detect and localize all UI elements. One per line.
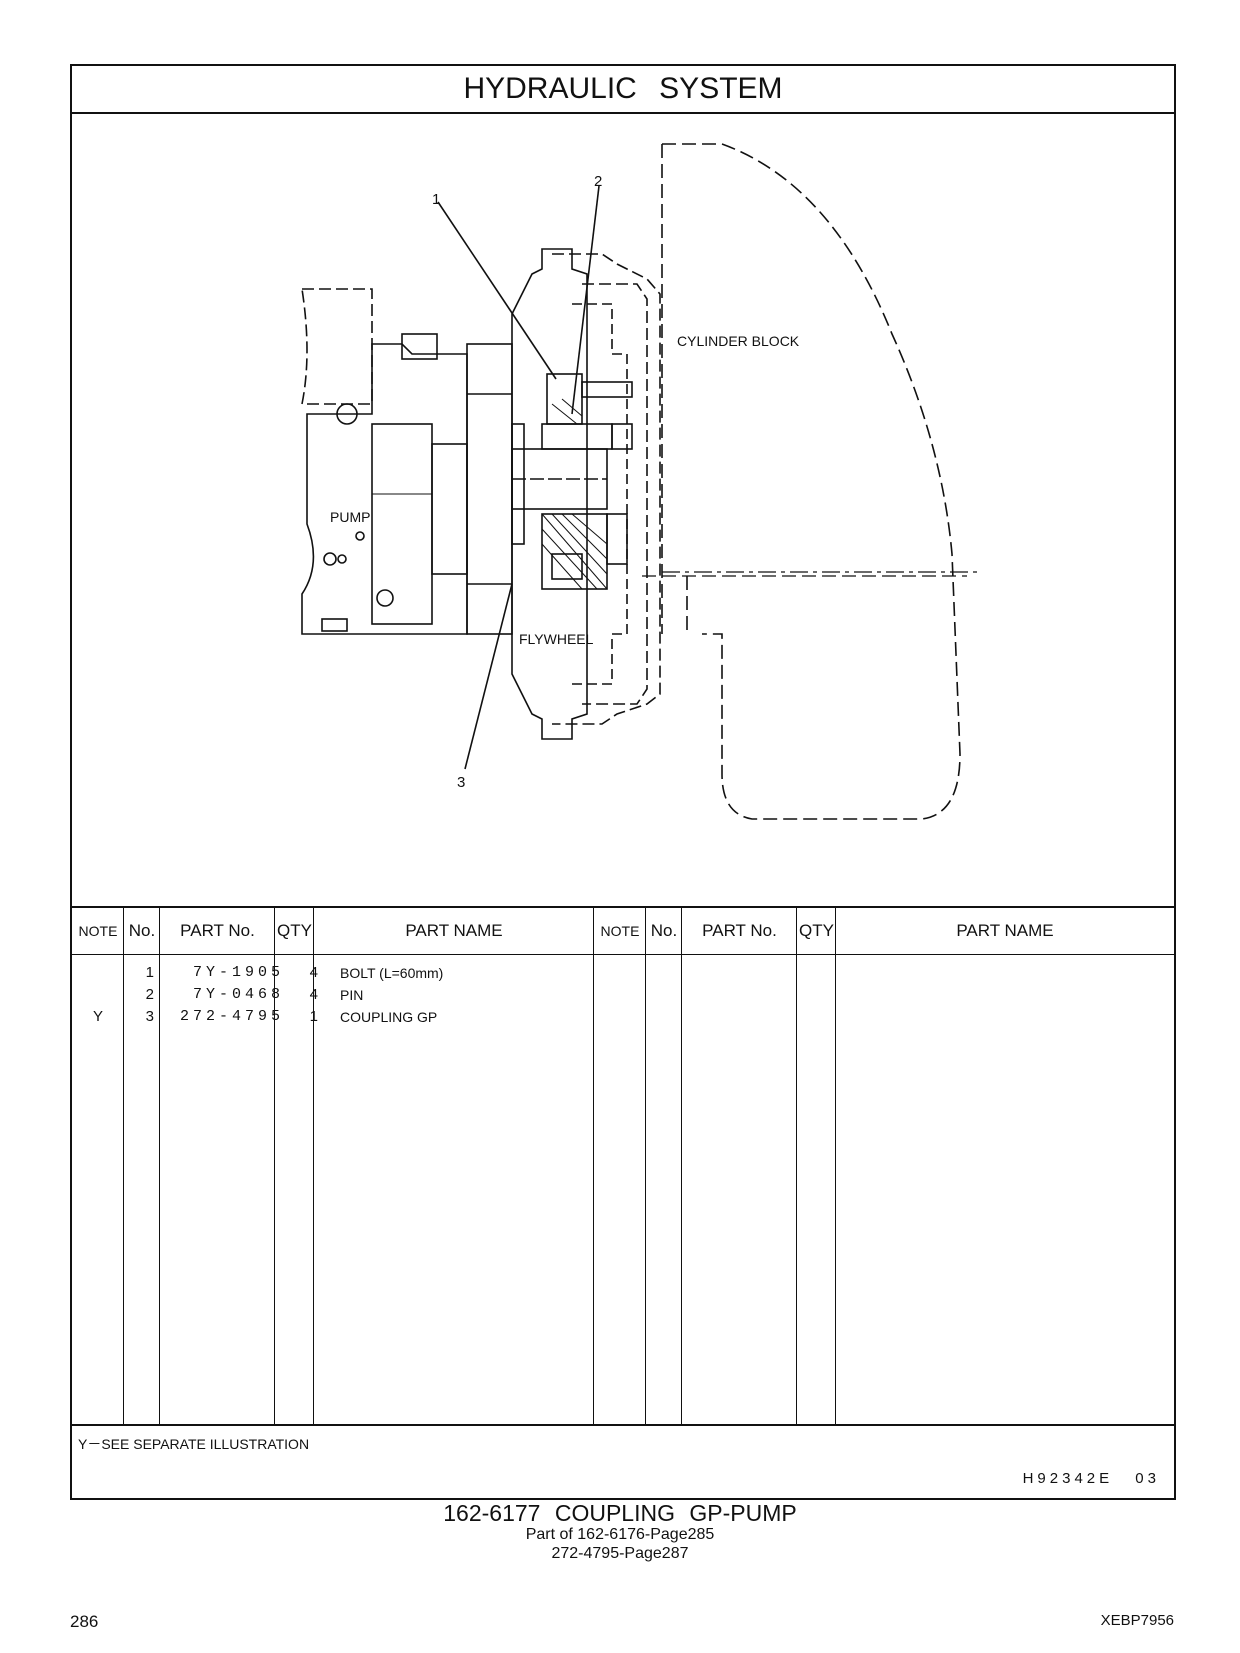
col-no-right xyxy=(646,908,682,1424)
col-note-left xyxy=(72,908,124,1424)
flywheel-label: FLYWHEEL xyxy=(519,631,594,647)
coupling-hub-upper xyxy=(546,373,583,425)
row-note xyxy=(72,984,124,1006)
col-qty-right xyxy=(797,908,836,1424)
page-number: 286 xyxy=(70,1612,99,1631)
related-page-reference: 272-4795-Page287 xyxy=(551,1545,689,1562)
header-qty-left: QTY xyxy=(277,921,312,940)
header-note-left: NOTE xyxy=(78,923,118,939)
table-row: 2 7Y-0468 4 PIN xyxy=(72,984,1174,1006)
header-note-right: NOTE xyxy=(600,923,640,939)
parts-sheet-frame: HYDRAULIC SYSTEM xyxy=(70,64,1176,1500)
table-row: Y 3 272-4795 1 COUPLING GP xyxy=(72,1006,1174,1028)
cylinder-block-outline xyxy=(662,143,961,820)
col-partno-right xyxy=(682,908,797,1424)
header-qty-right: QTY xyxy=(799,921,834,940)
flywheel-housing-outline xyxy=(552,253,661,725)
callout-2: 2 xyxy=(594,173,602,190)
header-partname-left: PART NAME xyxy=(405,921,503,940)
group-caption: 162-6177 COUPLING GP-PUMP xyxy=(443,1500,797,1526)
part-of-reference: Part of 162-6176-Page285 xyxy=(525,1526,715,1543)
row-quantity: 4 xyxy=(309,964,318,981)
col-note-right xyxy=(594,908,646,1424)
pump-body-outline xyxy=(301,288,373,405)
col-no-left xyxy=(124,908,160,1424)
header-partno-left: PART No. xyxy=(180,921,255,940)
illustration-code: H92342E 03 xyxy=(1022,1470,1160,1487)
row-quantity: 1 xyxy=(309,1008,318,1025)
callout-3: 3 xyxy=(457,774,465,791)
row-part-name: COUPLING GP xyxy=(340,1009,438,1025)
callout-1: 1 xyxy=(432,191,440,208)
document-code: XEBP7956 xyxy=(1100,1612,1174,1629)
row-note xyxy=(72,962,124,984)
table-row: 1 7Y-1905 4 BOLT (L=60mm) xyxy=(72,962,1174,984)
header-partno-right: PART No. xyxy=(702,921,777,940)
row-part-number: 7Y-1905 xyxy=(192,964,284,981)
header-divider xyxy=(72,954,1174,955)
callout-3-leader xyxy=(464,583,513,770)
callout-2-leader xyxy=(571,185,600,415)
col-partname-left xyxy=(314,908,594,1424)
row-number: 2 xyxy=(145,986,154,1003)
coupling-illustration: 1 2 3 CYLINDER BLOCK PUMP FLYWHEEL xyxy=(301,143,977,820)
notes-box: Y－SEE SEPARATE ILLUSTRATION H92342E 03 xyxy=(72,1424,1174,1498)
header-no-left: No. xyxy=(128,921,156,940)
parts-list-table: NOTE No. PART No. QTY PART NAME NOTE No.… xyxy=(72,906,1174,1424)
section-title: HYDRAULIC SYSTEM xyxy=(72,66,1174,114)
row-number: 3 xyxy=(145,1008,154,1025)
pump-housing-flange xyxy=(511,248,588,740)
pump-label: PUMP xyxy=(330,509,370,525)
row-part-number: 272-4795 xyxy=(179,1008,284,1025)
callout-1-leader xyxy=(437,201,557,380)
col-qty-left xyxy=(275,908,314,1424)
exploded-drawing: 1 2 3 CYLINDER BLOCK PUMP FLYWHEEL xyxy=(72,114,1174,906)
separate-illustration-note: Y－SEE SEPARATE ILLUSTRATION xyxy=(78,1436,310,1452)
row-part-name: PIN xyxy=(340,987,364,1003)
row-note: Y xyxy=(92,1008,103,1025)
row-quantity: 4 xyxy=(309,986,318,1003)
header-no-right: No. xyxy=(650,921,678,940)
header-partname-right: PART NAME xyxy=(956,921,1054,940)
row-part-name: BOLT (L=60mm) xyxy=(340,965,444,981)
row-number: 1 xyxy=(145,964,154,981)
col-partno-left xyxy=(160,908,275,1424)
cylinder-block-label: CYLINDER BLOCK xyxy=(677,333,800,349)
row-part-number: 7Y-0468 xyxy=(192,986,284,1003)
